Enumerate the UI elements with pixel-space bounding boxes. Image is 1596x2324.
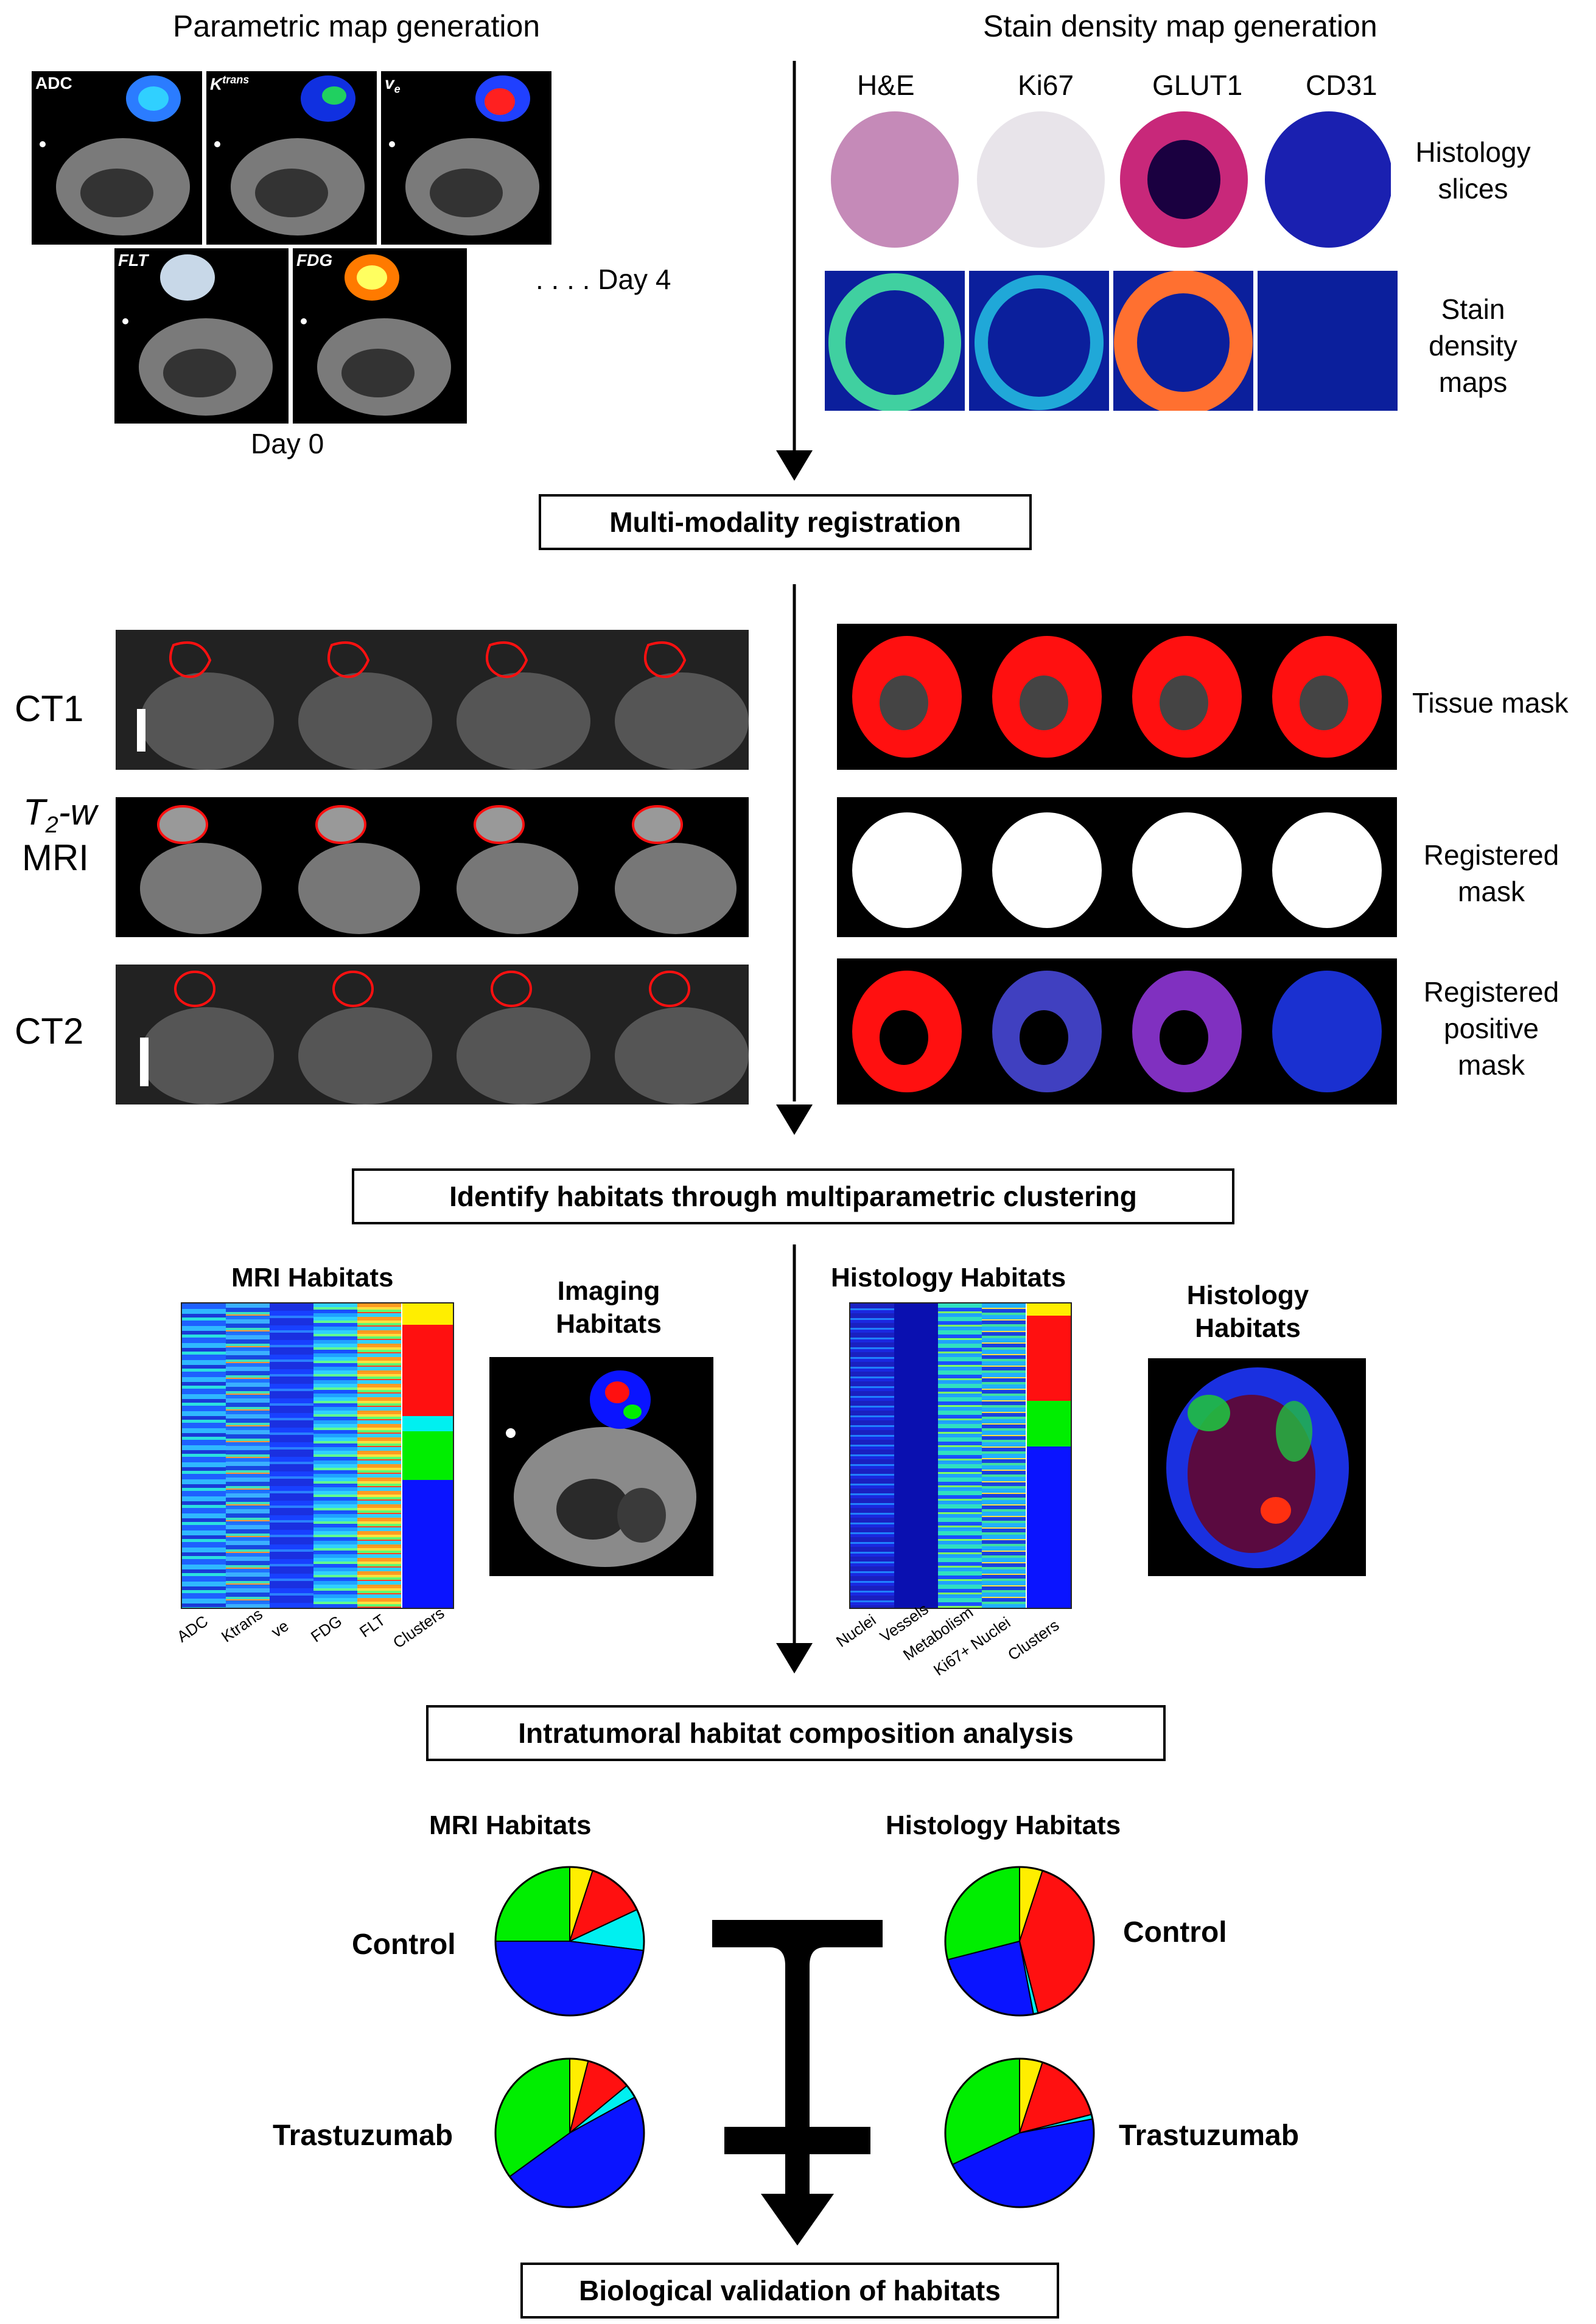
mri-axis-fdg: FDG bbox=[307, 1611, 346, 1646]
mri-axis-ve: ve bbox=[268, 1616, 292, 1641]
mri-col-ve bbox=[270, 1303, 313, 1608]
pie-mri-trastuzumab bbox=[494, 2057, 645, 2208]
comparison-bracket-arrow bbox=[712, 1920, 883, 2245]
mri-col-clusters bbox=[402, 1303, 453, 1608]
ct2-label: CT2 bbox=[15, 1011, 84, 1052]
density-map-glut1 bbox=[1113, 271, 1253, 411]
mri-axis-flt: FLT bbox=[356, 1610, 389, 1641]
t2w-strip bbox=[116, 797, 749, 937]
hist-col-ki67 bbox=[982, 1303, 1026, 1608]
step-composition: Intratumoral habitat composition analysi… bbox=[426, 1705, 1166, 1761]
pie-mri-control bbox=[494, 1866, 645, 2017]
day4-label: . . . . Day 4 bbox=[536, 263, 671, 295]
mri-axis-clusters: Clusters bbox=[390, 1603, 448, 1652]
histology-slices bbox=[831, 111, 1391, 248]
histology-habitats-map bbox=[1148, 1358, 1366, 1576]
pie-hist-control bbox=[944, 1866, 1095, 2017]
control-label-left: Control bbox=[352, 1928, 456, 1961]
pie-outline bbox=[944, 1866, 1095, 2017]
ct2-strip bbox=[116, 965, 749, 1104]
step-clustering: Identify habitats through multiparametri… bbox=[352, 1168, 1234, 1224]
mri-habitats-title: MRI Habitats bbox=[231, 1263, 394, 1293]
hist-col-vessels bbox=[894, 1303, 938, 1608]
mri-label: MRI bbox=[22, 837, 89, 878]
stain-ki67-label: Ki67 bbox=[1018, 69, 1074, 101]
stain-cd31-label: CD31 bbox=[1306, 69, 1377, 101]
t2w-label: T2-w bbox=[23, 791, 97, 839]
hist-col-clusters bbox=[1027, 1303, 1071, 1608]
hist-col-nuclei bbox=[850, 1303, 894, 1608]
ct1-label: CT1 bbox=[15, 688, 84, 729]
hist-axis-clusters: Clusters bbox=[1004, 1616, 1063, 1664]
ct1-strip bbox=[116, 630, 749, 770]
ve-map-panel: ve bbox=[381, 71, 551, 245]
histology-slices-label: Histology slices bbox=[1415, 136, 1531, 204]
ktrans-k: K bbox=[210, 74, 223, 94]
stain-glut1-label: GLUT1 bbox=[1152, 69, 1243, 101]
ktrans-map-panel: Ktrans bbox=[206, 71, 377, 245]
adc-map-panel: ADC bbox=[32, 71, 202, 245]
mri-axis-ktrans: Ktrans bbox=[218, 1604, 266, 1646]
t2w-rest: -w bbox=[58, 792, 97, 832]
imaging-habitats-map bbox=[489, 1357, 713, 1576]
imaging-habitats-title: Imaging Habitats bbox=[556, 1276, 662, 1339]
t2w-t: T bbox=[23, 792, 46, 832]
flt-label: FLT bbox=[118, 251, 149, 270]
comp-hist-title: Histology Habitats bbox=[886, 1810, 1121, 1840]
density-map-ki67 bbox=[969, 271, 1109, 411]
mri-axis-adc: ADC bbox=[173, 1611, 212, 1646]
mri-heatmap bbox=[181, 1302, 454, 1609]
mri-col-ktrans bbox=[226, 1303, 270, 1608]
density-map-he bbox=[825, 271, 965, 411]
hist-heatmap bbox=[849, 1302, 1072, 1609]
day0-label: Day 0 bbox=[251, 428, 324, 459]
hist-col-metabolism bbox=[938, 1303, 982, 1608]
registered-mask-label: Registered mask bbox=[1423, 839, 1559, 907]
mri-col-fdg bbox=[313, 1303, 357, 1608]
step-registration: Multi-modality registration bbox=[539, 494, 1032, 550]
positive-mask-strip bbox=[837, 958, 1397, 1104]
ktrans-sup: trans bbox=[222, 74, 250, 86]
flt-map-panel: FLT bbox=[114, 248, 289, 424]
pie-hist-trastuzumab bbox=[944, 2057, 1095, 2208]
hist-map-title: Histology Habitats bbox=[1186, 1280, 1309, 1343]
control-label-right: Control bbox=[1123, 1916, 1227, 1949]
ktrans-label: Ktrans bbox=[210, 74, 249, 94]
step-validation: Biological validation of habitats bbox=[520, 2263, 1059, 2319]
fdg-label: FDG bbox=[296, 251, 333, 270]
mri-col-adc bbox=[182, 1303, 226, 1608]
density-maps-label: Stain density maps bbox=[1429, 293, 1517, 398]
ve-sub: e bbox=[394, 83, 401, 96]
tissue-mask-strip bbox=[837, 624, 1397, 770]
fdg-map-panel: FDG bbox=[293, 248, 467, 424]
pie-outline bbox=[494, 2057, 645, 2208]
density-map-cd31 bbox=[1258, 271, 1398, 411]
comp-mri-title: MRI Habitats bbox=[429, 1810, 592, 1840]
pie-slice-blue bbox=[494, 1941, 645, 2016]
mri-col-flt bbox=[357, 1303, 401, 1608]
adc-label: ADC bbox=[35, 74, 72, 92]
trastuzumab-label-right: Trastuzumab bbox=[1119, 2120, 1300, 2152]
pie-slice-green bbox=[494, 1866, 570, 1942]
positive-mask-label: Registered positive mask bbox=[1423, 976, 1559, 1081]
registered-mask-strip bbox=[837, 797, 1397, 937]
ve-v: v bbox=[385, 74, 394, 92]
tissue-mask-label: Tissue mask bbox=[1412, 687, 1569, 719]
ve-label: ve bbox=[385, 74, 401, 96]
stain-he-label: H&E bbox=[857, 69, 915, 101]
hist-habitats-title: Histology Habitats bbox=[831, 1263, 1066, 1293]
pie-outline bbox=[944, 2057, 1095, 2208]
t2w-sub: 2 bbox=[45, 812, 58, 838]
trastuzumab-label-left: Trastuzumab bbox=[273, 2120, 453, 2152]
left-header: Parametric map generation bbox=[173, 9, 541, 43]
pie-outline bbox=[494, 1866, 645, 2017]
hist-axis-nuclei: Nuclei bbox=[833, 1610, 880, 1651]
right-header: Stain density map generation bbox=[983, 9, 1377, 43]
